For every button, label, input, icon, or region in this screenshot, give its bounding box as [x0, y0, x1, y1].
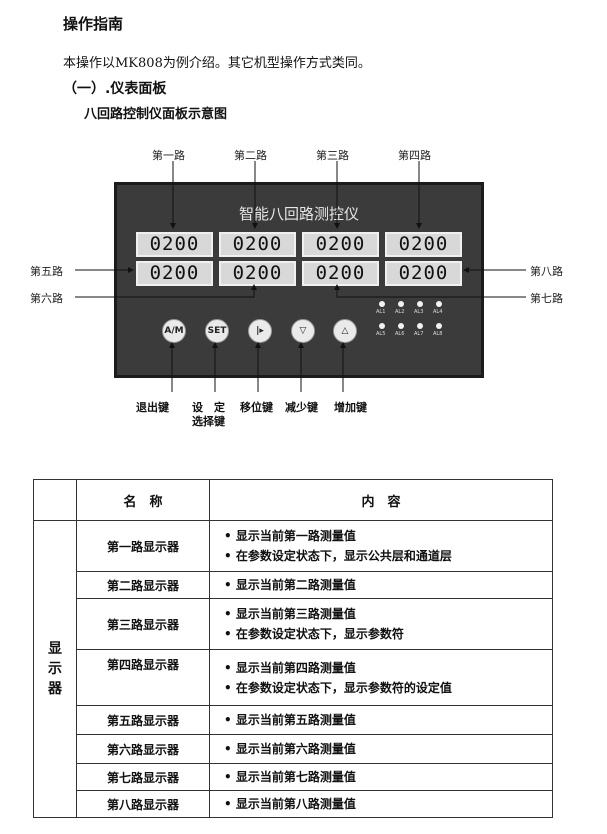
- row-name: 第三路显示器: [76, 598, 210, 650]
- label-channel-4: 第四路: [398, 149, 431, 162]
- content-line: • 显示当前第五路测量值: [224, 713, 356, 727]
- key-label-exit: 退出键: [136, 401, 169, 414]
- shift-button[interactable]: |▸: [248, 319, 272, 343]
- content-line: • 显示当前第六路测量值: [224, 742, 356, 756]
- label-channel-7: 第七路: [530, 292, 563, 305]
- led-label-al8: AL8: [433, 331, 443, 337]
- display-channel-4: 0200: [385, 232, 462, 257]
- row-content: • 显示当前第一路测量值 • 在参数设定状态下，显示公共层和通道层: [209, 520, 553, 572]
- label-channel-8: 第八路: [530, 265, 563, 278]
- led-al2: [398, 301, 404, 307]
- display-channel-1: 0200: [136, 232, 213, 257]
- table-row: 第五路显示器 • 显示当前第五路测量值: [34, 705, 553, 735]
- led-al5: [379, 323, 385, 329]
- table-row: 第三路显示器 • 显示当前第三路测量值 • 在参数设定状态下，显示参数符: [34, 598, 553, 650]
- display-table: 名 称 内 容 显 示 器 第一路显示器 • 显示当前第一路测量值 • 在参数设…: [33, 479, 553, 818]
- panel-title: 智能八回路测控仪: [238, 205, 359, 223]
- table-row: 第七路显示器 • 显示当前第七路测量值: [34, 763, 553, 791]
- row-content: • 显示当前第五路测量值: [209, 705, 553, 735]
- table-header-blank: [33, 479, 77, 521]
- row-name: 第六路显示器: [76, 734, 210, 764]
- content-line: • 在参数设定状态下，显示公共层和通道层: [224, 549, 452, 563]
- display-channel-3: 0200: [302, 232, 379, 257]
- row-content: • 显示当前第八路测量值: [209, 790, 553, 818]
- table-header-name: 名 称: [76, 479, 210, 521]
- table-row: 第四路显示器 • 显示当前第四路测量值 • 在参数设定状态下，显示参数符的设定值: [34, 649, 553, 706]
- led-label-al2: AL2: [395, 309, 405, 315]
- led-al4: [436, 301, 442, 307]
- content-line: • 显示当前第三路测量值: [224, 607, 356, 621]
- intro-text: 本操作以MK808为例介绍。其它机型操作方式类同。: [63, 56, 371, 71]
- row-content: • 显示当前第六路测量值: [209, 734, 553, 764]
- row-content: • 显示当前第二路测量值: [209, 571, 553, 599]
- content-line: • 在参数设定状态下，显示参数符的设定值: [224, 680, 452, 695]
- group-char: 器: [48, 681, 62, 697]
- row-name: 第一路显示器: [76, 520, 210, 572]
- row-content: • 显示当前第七路测量值: [209, 763, 553, 791]
- group-char: 示: [48, 661, 62, 677]
- table-row: 第八路显示器 • 显示当前第八路测量值: [34, 790, 553, 818]
- row-name: 第二路显示器: [76, 571, 210, 599]
- led-label-al6: AL6: [395, 331, 405, 337]
- table-header-row: 名 称 内 容: [33, 479, 553, 521]
- display-channel-7: 0200: [302, 261, 379, 286]
- increase-button[interactable]: △: [333, 319, 357, 343]
- label-channel-5: 第五路: [30, 265, 63, 278]
- page-heading: 操作指南: [63, 15, 124, 33]
- table-row: 第六路显示器 • 显示当前第六路测量值: [34, 734, 553, 764]
- led-al7: [417, 323, 423, 329]
- label-channel-3: 第三路: [316, 149, 349, 162]
- content-line: • 在参数设定状态下，显示参数符: [224, 627, 404, 641]
- row-content: • 显示当前第三路测量值 • 在参数设定状态下，显示参数符: [209, 598, 553, 650]
- subsection-title: 八回路控制仪面板示意图: [84, 107, 228, 122]
- key-label-set-bottom: 选择键: [192, 415, 225, 428]
- label-channel-1: 第一路: [152, 149, 185, 162]
- led-al8: [436, 323, 442, 329]
- table-row: 第二路显示器 • 显示当前第二路测量值: [34, 571, 553, 599]
- key-label-increase: 增加键: [334, 401, 367, 414]
- row-name: 第五路显示器: [76, 705, 210, 735]
- led-label-al4: AL4: [433, 309, 443, 315]
- label-channel-2: 第二路: [234, 149, 267, 162]
- led-al1: [379, 301, 385, 307]
- led-label-al5: AL5: [376, 331, 386, 337]
- display-channel-2: 0200: [219, 232, 296, 257]
- content-line: • 显示当前第二路测量值: [224, 578, 356, 592]
- label-channel-6: 第六路: [30, 292, 63, 305]
- section-title: （一）.仪表面板: [63, 81, 167, 97]
- content-line: • 显示当前第四路测量值: [224, 660, 356, 675]
- key-label-decrease: 减少键: [285, 401, 318, 414]
- row-name: 第七路显示器: [76, 763, 210, 791]
- led-al3: [417, 301, 423, 307]
- content-line: • 显示当前第七路测量值: [224, 770, 356, 784]
- table-row: 显 示 器 第一路显示器 • 显示当前第一路测量值 • 在参数设定状态下，显示公…: [33, 520, 553, 818]
- led-label-al3: AL3: [414, 309, 424, 315]
- content-line: • 显示当前第一路测量值: [224, 529, 356, 543]
- content-line: • 显示当前第八路测量值: [224, 797, 356, 811]
- key-label-shift: 移位键: [240, 401, 273, 414]
- led-al6: [398, 323, 404, 329]
- row-name: 第四路显示器: [76, 649, 210, 706]
- group-char: 显: [48, 641, 62, 657]
- display-channel-8: 0200: [385, 261, 462, 286]
- display-channel-5: 0200: [136, 261, 213, 286]
- table-header-content: 内 容: [209, 479, 553, 521]
- led-label-al1: AL1: [376, 309, 386, 315]
- row-content: • 显示当前第四路测量值 • 在参数设定状态下，显示参数符的设定值: [209, 649, 553, 706]
- display-channel-6: 0200: [219, 261, 296, 286]
- row-name: 第八路显示器: [76, 790, 210, 818]
- key-label-set-top: 设 定: [192, 401, 225, 414]
- led-label-al7: AL7: [414, 331, 424, 337]
- group-cell: 显 示 器: [33, 520, 77, 818]
- set-button[interactable]: SET: [205, 319, 229, 343]
